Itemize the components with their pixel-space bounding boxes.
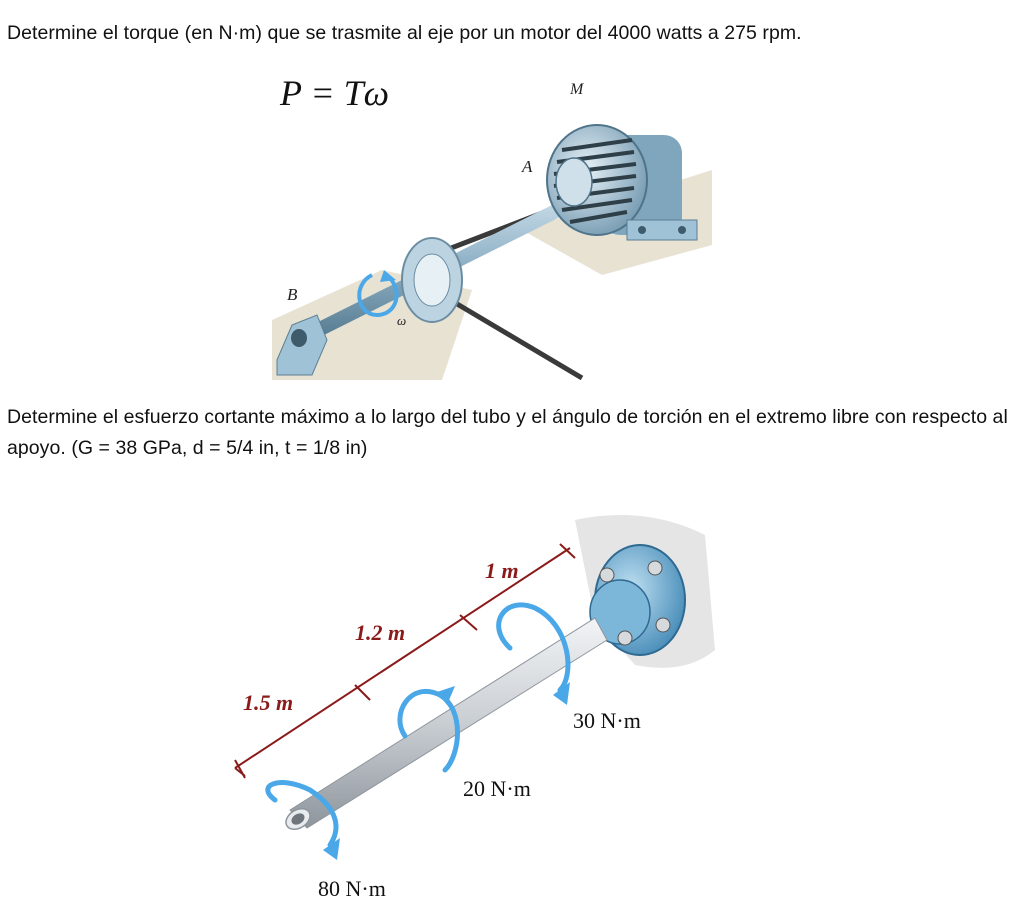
problem-2-statement: Determine el esfuerzo cortante máximo a … bbox=[7, 406, 1008, 459]
bearing-b-hole bbox=[291, 329, 307, 347]
label-b: B bbox=[287, 285, 298, 304]
torque-label-80: 80 N·m bbox=[318, 876, 386, 901]
pulley-hub bbox=[413, 253, 451, 307]
torque-label-30: 30 N·m bbox=[573, 708, 641, 733]
motor-shaft-figure: P = Tω M A B ω bbox=[272, 60, 712, 381]
dimension-1-2m: 1.2 m bbox=[355, 620, 405, 645]
torque-arrow-30 bbox=[496, 602, 571, 693]
label-omega: ω bbox=[397, 313, 406, 328]
dimension-1m: 1 m bbox=[485, 558, 519, 583]
tube-torsion-figure: 1 m 1.2 m 1.5 m 30 N·m 20 N·m 80 N·m bbox=[215, 500, 735, 910]
label-a: A bbox=[521, 157, 533, 176]
torque-arrow-80 bbox=[265, 780, 339, 848]
motor-base bbox=[626, 219, 698, 241]
dimension-line bbox=[234, 543, 576, 779]
dimension-1-5m: 1.5 m bbox=[243, 690, 293, 715]
belt-lower bbox=[440, 292, 584, 381]
problem-1-statement: Determine el torque (en N·m) que se tras… bbox=[7, 22, 802, 44]
tube bbox=[289, 617, 608, 829]
power-formula: P = Tω bbox=[279, 73, 389, 113]
omega-arrow bbox=[357, 273, 399, 318]
torque-label-20: 20 N·m bbox=[463, 776, 531, 801]
label-motor-m: M bbox=[569, 81, 585, 98]
